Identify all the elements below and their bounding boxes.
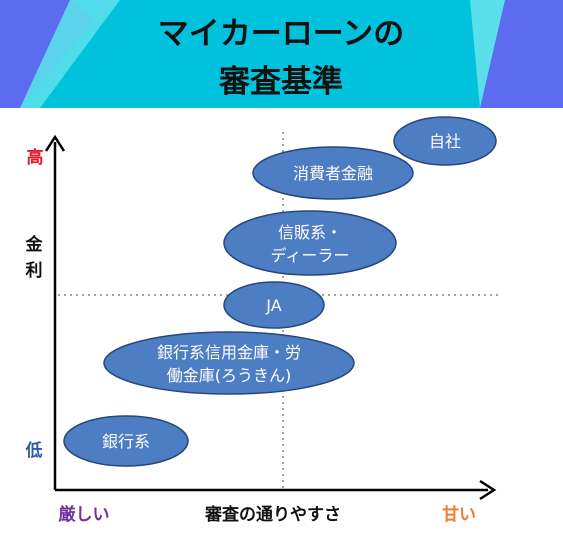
item-ja-label: JA bbox=[265, 296, 281, 315]
x-axis-label: 審査の通りやすさ bbox=[204, 504, 341, 525]
y-axis-label-char2: 利 bbox=[26, 260, 43, 281]
item-ja-shape bbox=[223, 281, 325, 329]
item-shinpan-dealer: 信販系・ ディーラー bbox=[223, 210, 397, 276]
item-shinpan-dealer-label-line2: ディーラー bbox=[271, 246, 350, 265]
item-shinpan-dealer-label-line1: 信販系・ bbox=[278, 223, 342, 242]
x-axis-arrow bbox=[479, 479, 497, 501]
y-axis-label-char1: 金 bbox=[25, 234, 44, 255]
item-jisha: 自社 bbox=[393, 116, 497, 166]
item-jisha-label: 自社 bbox=[429, 132, 461, 151]
x-axis-lenient-label: 甘い bbox=[442, 504, 476, 525]
y-axis-arrow bbox=[44, 134, 66, 152]
item-consumer-finance-label: 消費者金融 bbox=[293, 164, 373, 183]
item-bank-shape bbox=[63, 415, 189, 467]
item-shinpan-dealer-shape bbox=[223, 210, 397, 276]
header-right-shape bbox=[480, 0, 563, 108]
item-bank: 銀行系 bbox=[63, 415, 189, 467]
item-shinkin-rokin-label-line2: 働金庫(ろうきん) bbox=[167, 366, 292, 385]
page-title-line2: 審査基準 bbox=[218, 64, 343, 100]
item-consumer-finance: 消費者金融 bbox=[252, 146, 414, 200]
item-ja: JA bbox=[223, 281, 325, 329]
page-title-line1: マイカーローンの bbox=[158, 16, 404, 52]
item-shinkin-rokin-label-line1: 銀行系信用金庫・労 bbox=[157, 343, 301, 362]
item-shinkin-rokin: 銀行系信用金庫・労 働金庫(ろうきん) bbox=[103, 331, 355, 395]
item-bank-label: 銀行系 bbox=[102, 432, 150, 451]
item-jisha-shape bbox=[393, 116, 497, 166]
y-axis-high-label: 高 bbox=[27, 147, 44, 168]
item-shinkin-rokin-shape bbox=[103, 331, 355, 395]
y-axis-low-label: 低 bbox=[25, 440, 43, 461]
x-axis-strict-label: 厳しい bbox=[59, 504, 110, 525]
item-consumer-finance-shape bbox=[252, 146, 414, 200]
header-left-stripe bbox=[20, 0, 120, 108]
